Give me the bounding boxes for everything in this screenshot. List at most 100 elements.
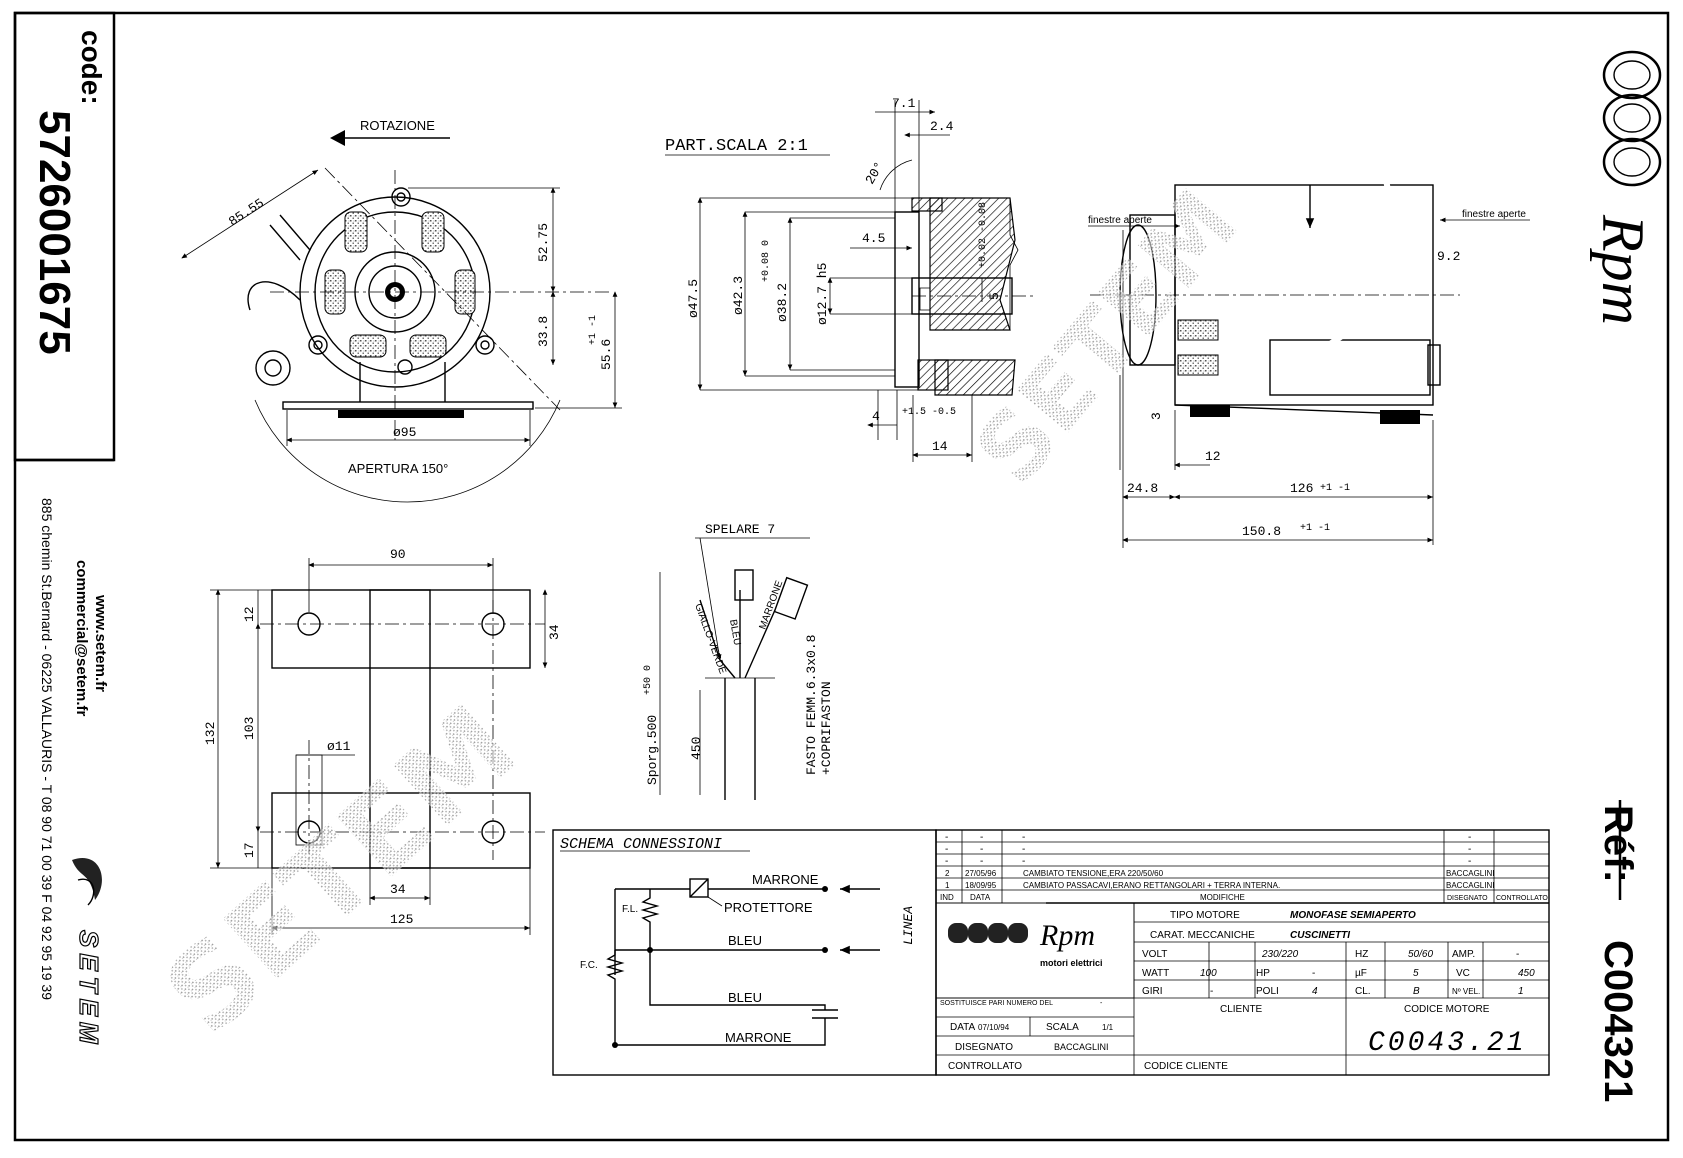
rpm-logo: Rpm xyxy=(1590,50,1662,325)
nvel-value: 1 xyxy=(1518,986,1524,997)
modif-row-5-date: 18/09/95 xyxy=(965,881,997,890)
title-rpm-sub: motori elettrici xyxy=(1040,958,1103,968)
amp-value: - xyxy=(1516,949,1519,960)
connection-schema: SCHEMA CONNESSIONI MARRONE PROTETTORE BL… xyxy=(552,829,937,1076)
rpm-logo-text: Rpm xyxy=(1590,214,1656,325)
dim-12: 12 xyxy=(1205,449,1221,464)
dim-126: 126 xyxy=(1290,481,1313,496)
company-address: 885 chemin St.Bernard - 06225 VALLAURIS … xyxy=(39,498,55,1000)
dim-34-width: 34 xyxy=(390,882,406,897)
codice-motore-label: CODICE MOTORE xyxy=(1404,1004,1490,1015)
scala-label: SCALA xyxy=(1046,1022,1079,1033)
hdr-date: DATA xyxy=(970,893,991,902)
schema-marrone-1: MARRONE xyxy=(752,872,819,887)
schema-fc: F.C. xyxy=(580,960,598,971)
strip-label: SPELARE 7 xyxy=(705,522,775,537)
website-link[interactable]: www.setem.fr xyxy=(92,594,109,692)
rotation-label: ROTAZIONE xyxy=(360,118,435,133)
giri-label: GIRI xyxy=(1142,986,1163,997)
hdr-checked: CONTROLLATO xyxy=(1496,895,1548,902)
giri-value: - xyxy=(1210,986,1213,997)
dim-24-8: 24.8 xyxy=(1127,481,1158,496)
detail-title: PART.SCALA 2:1 xyxy=(665,137,808,156)
uf-label: µF xyxy=(1355,968,1367,979)
dim-d38-2-tol: +0.08 0 xyxy=(761,240,772,282)
codice-cliente-label: CODICE CLIENTE xyxy=(1144,1061,1228,1072)
dim-2-4: 2.4 xyxy=(930,119,954,134)
volt-label: VOLT xyxy=(1142,949,1167,960)
dim-3: 3 xyxy=(1149,412,1164,420)
watt-value: 100 xyxy=(1200,968,1217,979)
hdr-ind: IND xyxy=(940,893,954,902)
modif-row-5-ind: 1 xyxy=(945,881,950,890)
schema-title: SCHEMA CONNESSIONI xyxy=(560,836,722,853)
dim-55-6-tol: +1 -1 xyxy=(588,315,599,345)
dim-34-height: 34 xyxy=(547,624,562,640)
dim-103: 103 xyxy=(242,717,257,740)
wire-length: 450 xyxy=(689,737,704,760)
codice-motore-value: C0043.21 xyxy=(1368,1028,1526,1059)
aperture-label: APERTURA 150° xyxy=(348,461,448,476)
wire-marrone-label: MARRONE xyxy=(757,579,785,631)
vc-label: VC xyxy=(1456,968,1470,979)
detail-view: PART.SCALA 2:1 ø47.5 ø42.3 ø38.2 +0.08 0… xyxy=(665,96,1035,462)
nvel-label: Nº VEL. xyxy=(1452,987,1480,996)
carat-label: CARAT. MECCANICHE xyxy=(1150,930,1255,941)
reference-value: C004321 xyxy=(1596,940,1640,1102)
side-panel: code: 5726001675 www.setem.fr commercial… xyxy=(13,11,116,1050)
dim-d95: ø95 xyxy=(393,425,416,440)
modif-row-3-by: - xyxy=(1468,856,1471,867)
dim-52-75: 52.75 xyxy=(536,223,551,262)
amp-label: AMP. xyxy=(1452,949,1475,960)
poli-value: 4 xyxy=(1312,986,1318,997)
dim-d47-5: ø47.5 xyxy=(686,279,701,318)
schema-linea: LINEA xyxy=(901,906,916,945)
dim-12-bracket: 12 xyxy=(242,606,257,622)
hp-label: HP xyxy=(1256,968,1270,979)
modif-row-4-ind: 2 xyxy=(945,869,950,878)
modif-row-2-ind: - xyxy=(945,844,948,855)
sost-value: - xyxy=(1100,1000,1103,1007)
scala-value: 1/1 xyxy=(1102,1023,1114,1032)
cliente-label: CLIENTE xyxy=(1220,1004,1263,1015)
modif-row-2-by: - xyxy=(1468,844,1471,855)
hdr-modif: MODIFICHE xyxy=(1200,893,1245,902)
hz-label: HZ xyxy=(1355,949,1368,960)
modif-row-5-desc: CAMBIATO PASSACAVI,ERANO RETTANGOLARI + … xyxy=(1023,881,1280,890)
dim-33-8: 33.8 xyxy=(536,316,551,347)
vc-value: 450 xyxy=(1518,968,1535,979)
modif-row-4-date: 27/05/96 xyxy=(965,869,997,878)
modif-row-4-desc: CAMBIATO TENSIONE,ERA 220/50/60 xyxy=(1023,869,1164,878)
windows-open-left: finestre aperte xyxy=(1088,215,1152,226)
dim-d12-7: ø12.7 h5 xyxy=(815,263,830,325)
schema-bleu-1: BLEU xyxy=(728,933,762,948)
uf-value: 5 xyxy=(1413,968,1419,979)
hp-value: - xyxy=(1312,968,1315,979)
dim-150-8: 150.8 xyxy=(1242,524,1281,539)
dim-5-tol: +0.02 -0.08 xyxy=(978,202,989,268)
code-label: code: xyxy=(76,30,107,105)
modif-row-5-by: BACCAGLINI xyxy=(1446,881,1494,890)
dim-4-5: 4.5 xyxy=(862,231,885,246)
data-value: 07/10/94 xyxy=(978,1023,1010,1032)
dim-5: 5 xyxy=(987,292,1002,300)
dim-4-tol: +1.5 -0.5 xyxy=(902,407,956,418)
dim-4: 4 xyxy=(872,409,880,424)
tipo-motore-value: MONOFASE SEMIAPERTO xyxy=(1290,910,1416,921)
sost-label: SOSTITUISCE PARI NUMERO DEL xyxy=(940,1000,1053,1007)
reference-block: Réf: C004321 xyxy=(1596,800,1640,1102)
dim-85-55: 85.55 xyxy=(226,196,267,230)
connector-label: FASTO FEMM.6.3x0.8 xyxy=(804,635,819,775)
dim-d11: ø11 xyxy=(327,739,351,754)
dim-7-1: 7.1 xyxy=(892,96,916,111)
modif-row-3-ind: - xyxy=(945,856,948,867)
dim-150-8-tol: +1 -1 xyxy=(1300,523,1330,534)
cl-label: CL. xyxy=(1355,986,1371,997)
sheet-frame xyxy=(13,11,1670,1142)
email-link[interactable]: commercial@setem.fr xyxy=(73,560,90,717)
setem-logo-text: SETEM xyxy=(74,930,104,1050)
modif-row-3-desc: - xyxy=(1022,856,1025,867)
dim-d42-3: ø42.3 xyxy=(731,276,746,315)
wire-bleu-label: BLEU xyxy=(727,619,742,647)
